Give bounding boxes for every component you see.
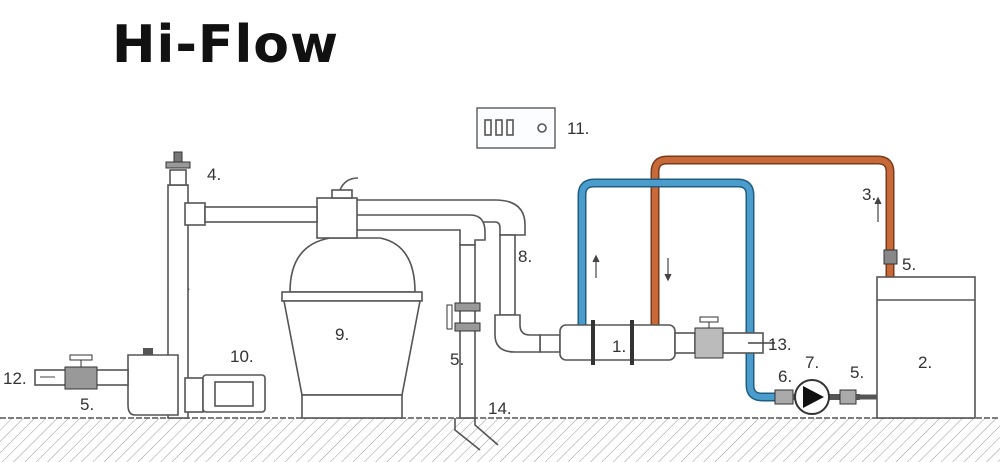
label-inlet: 12. [3, 369, 27, 388]
pool-pump [127, 348, 266, 416]
label-hot-pipe: 3. [862, 185, 876, 204]
diagram-title: Hi-Flow [112, 15, 339, 75]
ground [0, 417, 1000, 462]
circulation-pump [774, 379, 877, 415]
label-valve-boiler: 5. [902, 255, 916, 274]
label-valve-pump: 5. [850, 363, 864, 382]
inlet-pipe [34, 354, 129, 390]
sand-filter [281, 177, 423, 419]
label-heat-exchanger: 1. [612, 337, 626, 356]
label-boiler: 2. [918, 353, 932, 372]
label-check-valve: 6. [778, 367, 792, 386]
cold-pipe [577, 178, 785, 402]
boiler [876, 276, 976, 419]
label-return-pipe: 8. [518, 247, 532, 266]
label-outlet: 13. [768, 335, 792, 354]
label-valve-inlet: 5. [80, 395, 94, 414]
drain-line [349, 214, 499, 451]
heat-exchanger [539, 316, 775, 365]
label-air-valve: 4. [207, 165, 221, 184]
valve-top-boiler [883, 249, 898, 265]
label-circulation-pump: 7. [805, 353, 819, 372]
label-filter: 9. [335, 325, 349, 344]
controller-box [476, 107, 556, 149]
label-pool-pump: 10. [230, 347, 254, 366]
label-controller: 11. [567, 119, 589, 138]
label-drain: 14. [488, 399, 512, 418]
label-valve-drain: 5. [450, 350, 464, 369]
